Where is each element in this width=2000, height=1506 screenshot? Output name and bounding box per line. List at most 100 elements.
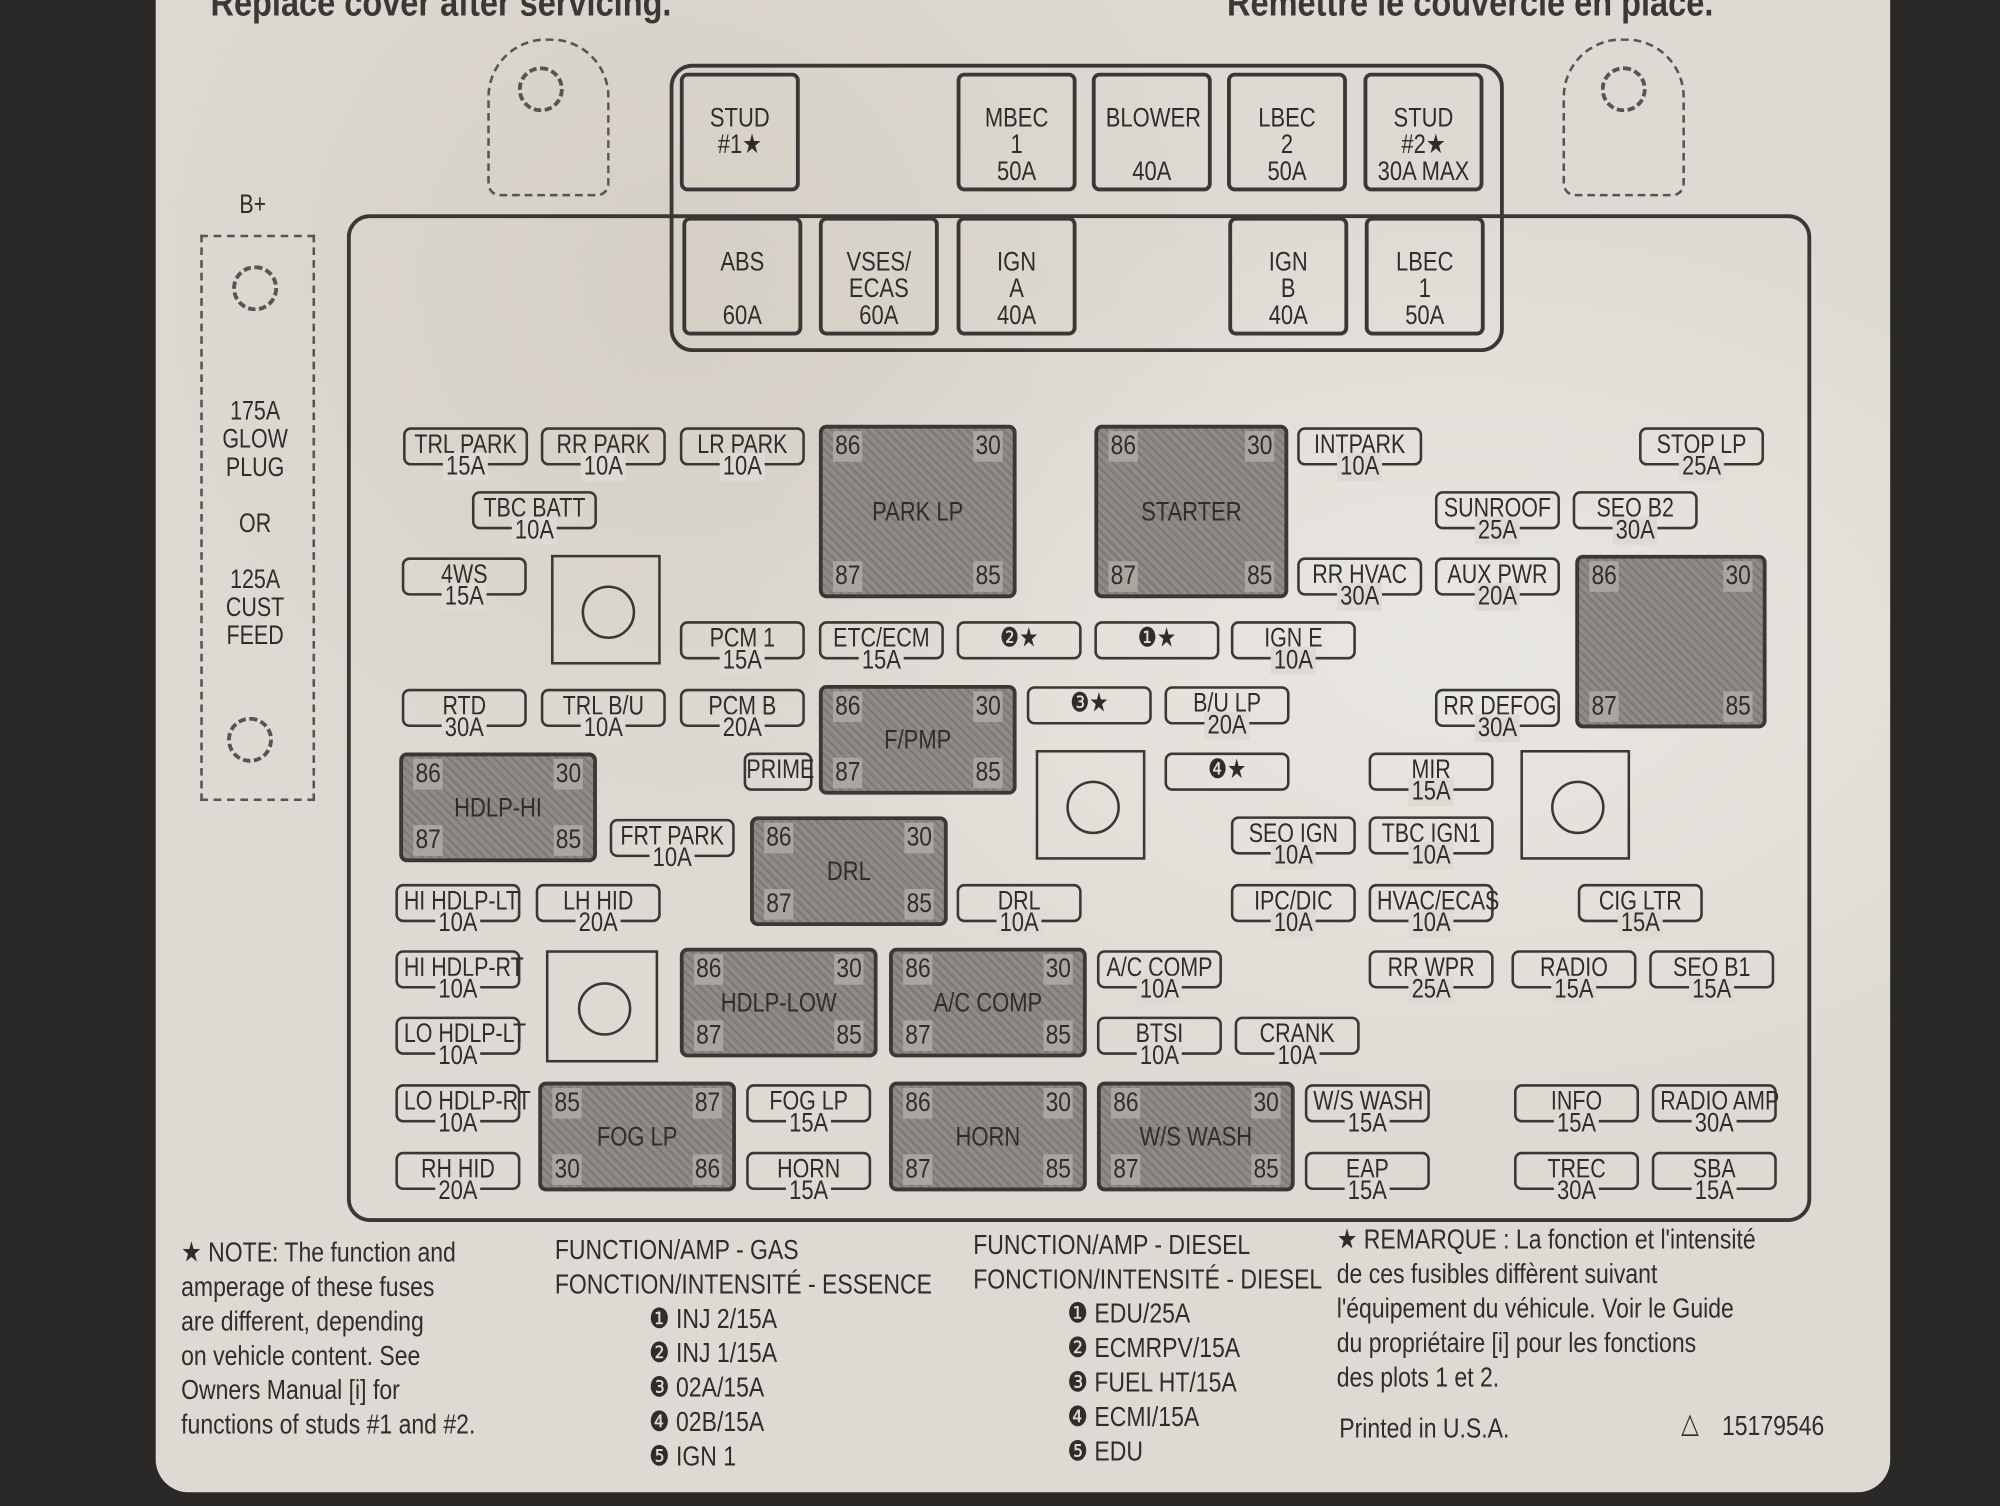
side-feed-line xyxy=(214,482,296,510)
slot-hole xyxy=(1551,780,1605,835)
part-number: 15179546 xyxy=(1721,1409,1825,1442)
diesel-legend-title: FONCTION/INTENSITÉ - DIESEL xyxy=(973,1262,1323,1295)
relay-label: A/C COMP xyxy=(933,988,1043,1018)
mount-tab-right xyxy=(1562,38,1685,197)
gas-legend-item: ❸ 02A/15A xyxy=(648,1371,765,1404)
side-feed-line: OR xyxy=(239,508,272,539)
mini-fuse[interactable]: ❷★ xyxy=(956,621,1082,660)
note-line: l'équipement du véhicule. Voir le Guide xyxy=(1336,1292,1734,1324)
fuse-amperage: 10A xyxy=(1408,909,1454,938)
maxi-fuse-text: MBEC xyxy=(984,103,1049,133)
relay-pin-number: 86 xyxy=(413,758,443,790)
mini-fuse[interactable]: ❶★ xyxy=(1094,621,1220,660)
mini-fuse[interactable]: ❸★ xyxy=(1026,686,1152,725)
relay-pin-number: 30 xyxy=(1042,954,1073,985)
mount-tab-left xyxy=(487,38,610,197)
relay-label: PARK LP xyxy=(872,497,964,527)
empty-relay-slot xyxy=(551,554,661,665)
relay-pin-number: 87 xyxy=(832,757,863,789)
mount-hole-right xyxy=(1600,66,1647,113)
mini-fuse[interactable]: ❹★ xyxy=(1164,752,1290,791)
side-feed-line: GLOW xyxy=(222,424,288,455)
relay-pin-number: 86 xyxy=(693,954,724,985)
mini-fuse[interactable]: PRIME xyxy=(743,752,814,791)
fuse-amperage: 15A xyxy=(1344,1109,1391,1138)
fuse-amperage: 10A xyxy=(1270,909,1317,938)
empty-relay-slot xyxy=(1035,749,1146,860)
maxi-fuse-text xyxy=(694,158,786,185)
note-line: amperage of these fuses xyxy=(181,1270,435,1303)
maxi-fuse-text: #2★ xyxy=(1401,130,1446,160)
relay-pin-number: 85 xyxy=(552,1088,583,1119)
fuse-amperage: 30A xyxy=(1337,582,1383,611)
header-right: Remettre le couvercle en place. xyxy=(1227,0,1714,25)
maxi-fuse-text: 60A xyxy=(722,301,762,331)
maxi-fuse-text: A xyxy=(1009,274,1024,304)
relay-pin-number: 30 xyxy=(552,1154,583,1185)
maxi-fuse-text: 40A xyxy=(1268,301,1308,331)
relay-label: DRL xyxy=(826,857,871,887)
fuse-label: ❹★ xyxy=(1207,755,1247,785)
